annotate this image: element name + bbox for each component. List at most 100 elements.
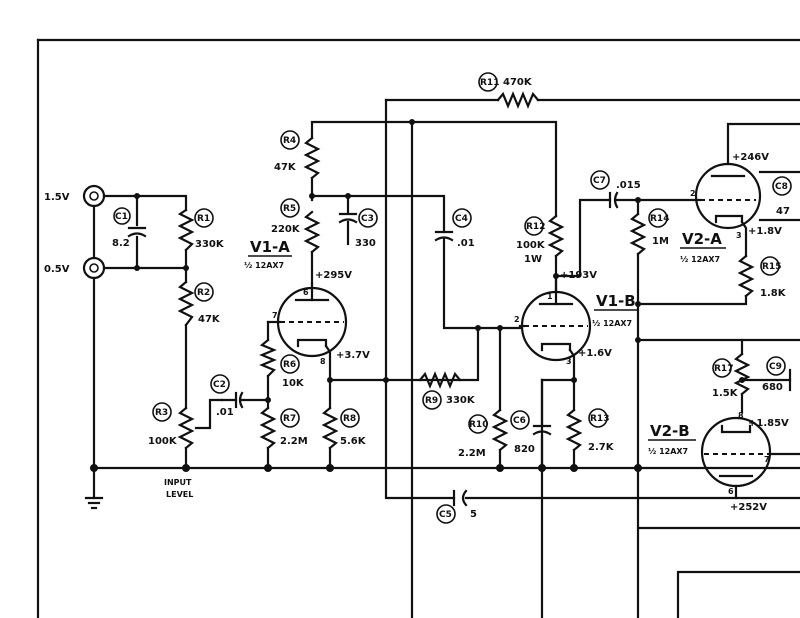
c7-ref: C7 [593, 176, 606, 186]
c5-ref-circle [436, 504, 456, 524]
r12-ref: R12 [526, 222, 545, 232]
v1a-name: V1-A [250, 238, 290, 256]
v2b-name: V2-B [650, 422, 690, 440]
v1b-type: ½ 12AX7 [592, 318, 632, 328]
resistor-r8 [321, 406, 339, 450]
v1a-type: ½ 12AX7 [244, 260, 284, 270]
r8-ref-circle [340, 408, 360, 428]
resistor-r10 [491, 408, 509, 452]
r9-ref-circle [422, 390, 442, 410]
tube-v2b [700, 416, 800, 500]
r10-ref-circle [468, 414, 488, 434]
r9-value: 330K [446, 395, 476, 406]
r11-ref-circle [478, 72, 498, 92]
r12-ref-circle [524, 216, 544, 236]
input-level-line2: LEVEL [166, 490, 193, 499]
resistor-r2 [177, 280, 195, 327]
resistor-r15 [737, 254, 755, 298]
input-jack-2 [82, 256, 106, 280]
c6-ref: C6 [513, 416, 526, 426]
c5-ref: C5 [439, 510, 452, 520]
r3-value: 100K [148, 436, 178, 447]
c9-ref-circle [766, 356, 786, 376]
r11-ref: R11 [480, 78, 499, 88]
c7-value: .015 [616, 180, 641, 191]
v1a-pin-7: 7 [272, 311, 278, 320]
c1-ref-circle [113, 207, 131, 225]
v1b-cathode-voltage: +1.6V [578, 348, 612, 359]
capacitor-c4 [434, 230, 480, 330]
v2a-cathode-voltage: +1.8V [748, 226, 782, 237]
r8-ref: R8 [343, 414, 356, 424]
c2-ref-circle [210, 374, 230, 394]
c1-ref: C1 [115, 212, 128, 222]
v2b-wiring [636, 338, 800, 618]
resistor-r4 [303, 136, 321, 180]
c4-value: .01 [457, 238, 475, 249]
c2-value: .01 [216, 407, 234, 418]
c4-ref-circle [452, 208, 472, 228]
input-level-line1: INPUT [164, 478, 192, 487]
v2b-pin-8: 8 [738, 411, 744, 420]
c7-ref-circle [590, 170, 610, 190]
r14-ref: R14 [650, 214, 669, 224]
resistor-r17 [733, 352, 751, 396]
c9-value: 680 [762, 382, 783, 393]
v1b-pin-2: 2 [514, 315, 520, 324]
c4-ref: C4 [455, 214, 468, 224]
input-jack-1 [82, 184, 106, 208]
c9-ref: C9 [769, 362, 782, 372]
v2b-type: ½ 12AX7 [648, 446, 688, 456]
r1-value: 330K [195, 239, 225, 250]
tube-v1b [518, 288, 592, 382]
junction-dots [90, 119, 745, 472]
potentiometer-r3 [177, 406, 195, 450]
capacitor-c1 [127, 226, 147, 238]
r15-ref-circle [760, 256, 780, 276]
r10-ref: R10 [469, 420, 488, 430]
r7-ref: R7 [283, 414, 296, 424]
r3-wiper [194, 398, 224, 430]
input-2-label: 0.5V [44, 264, 70, 275]
r17-value: 1.5K [712, 388, 739, 399]
resistor-r13 [565, 408, 583, 452]
r10-value: 2.2M [458, 448, 486, 459]
c3-value: 330 [355, 238, 376, 249]
resistor-r14 [629, 212, 647, 256]
page-border [36, 38, 800, 618]
r15-value: 1.8K [760, 288, 787, 299]
v1b-pin-3: 3 [566, 357, 572, 366]
c5-value: 5 [470, 509, 477, 520]
feedback-wiring [384, 98, 800, 618]
v1a-cathode-voltage: +3.7V [336, 350, 370, 361]
r13-ref: R13 [590, 414, 609, 424]
r14-ref-circle [648, 208, 668, 228]
c8-ref: C8 [775, 182, 788, 192]
v1b-cathode-wiring [498, 326, 576, 470]
v1b-name: V1-B [596, 292, 636, 310]
tube-v2a [694, 122, 800, 258]
v2a-pin-2: 2 [690, 189, 696, 198]
capacitor-c5 [452, 489, 468, 507]
r11-value: 470K [503, 77, 533, 88]
v2a-name: V2-A [682, 230, 722, 248]
r17-ref-circle [712, 358, 732, 378]
c2-ref: C2 [213, 380, 226, 390]
r5-value: 220K [271, 224, 301, 235]
capacitor-c2 [220, 391, 270, 409]
r6-value: 10K [282, 378, 305, 389]
r4-ref-circle [280, 130, 300, 150]
c1-value: 8.2 [112, 238, 130, 249]
c8-value: 47 [776, 206, 790, 217]
c3-ref: C3 [361, 214, 374, 224]
r4-value: 47K [274, 162, 297, 173]
input-wiring [92, 194, 188, 470]
capacitor-c7 [554, 191, 702, 292]
r7-ref-circle [280, 408, 300, 428]
capacitor-c3 [338, 212, 358, 224]
resistor-r12 [547, 214, 565, 258]
r8-value: 5.6K [340, 436, 367, 447]
c8-ref-circle [772, 176, 792, 196]
capacitor-c6 [532, 424, 552, 436]
